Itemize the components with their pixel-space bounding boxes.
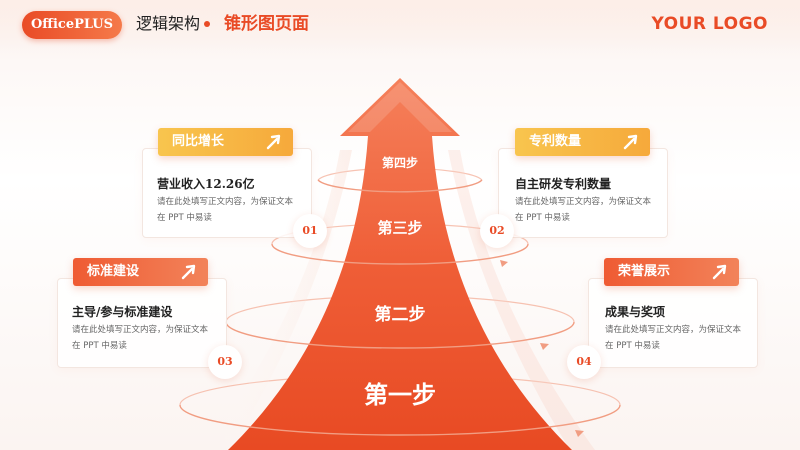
card-body-line: 请在此处填写正文内容，为保证文本 <box>157 194 312 210</box>
card-tag-growth: 同比增长 <box>158 128 293 156</box>
number-badge: 04 <box>567 345 601 379</box>
card-body-line: 在 PPT 中易读 <box>515 210 670 226</box>
ring-2-arrowhead <box>540 343 549 350</box>
card-patents: 自主研发专利数量 请在此处填写正文内容，为保证文本 在 PPT 中易读 <box>498 148 668 238</box>
card-heading: 自主研发专利数量 <box>515 175 611 192</box>
card-tag-standards: 标准建设 <box>73 258 208 286</box>
card-body-line: 请在此处填写正文内容，为保证文本 <box>72 322 227 338</box>
card-growth: 营业收入12.26亿 请在此处填写正文内容，为保证文本 在 PPT 中易读 <box>142 148 312 238</box>
card-body-line: 在 PPT 中易读 <box>605 338 760 354</box>
step-2-label: 第二步 <box>375 300 426 325</box>
card-standards: 主导/参与标准建设 请在此处填写正文内容，为保证文本 在 PPT 中易读 <box>57 278 227 368</box>
card-heading: 主导/参与标准建设 <box>72 303 172 320</box>
arrow-up-right-icon <box>622 133 640 151</box>
card-heading: 营业收入12.26亿 <box>157 175 255 192</box>
card-tag-label: 同比增长 <box>172 134 224 149</box>
card-tag-label: 荣誉展示 <box>618 264 670 279</box>
step-3-label: 第三步 <box>377 217 422 238</box>
step-1-label: 第一步 <box>364 375 436 410</box>
card-honors: 成果与奖项 请在此处填写正文内容，为保证文本 在 PPT 中易读 <box>588 278 758 368</box>
arrow-up-right-icon <box>180 263 198 281</box>
card-heading: 成果与奖项 <box>605 303 665 320</box>
number-badge: 03 <box>208 345 242 379</box>
card-body-line: 请在此处填写正文内容，为保证文本 <box>605 322 760 338</box>
card-tag-label: 专利数量 <box>529 134 581 149</box>
card-tag-patents: 专利数量 <box>515 128 650 156</box>
card-body-line: 在 PPT 中易读 <box>72 338 227 354</box>
card-tag-label: 标准建设 <box>87 264 139 279</box>
card-body-line: 在 PPT 中易读 <box>157 210 312 226</box>
card-body: 请在此处填写正文内容，为保证文本 在 PPT 中易读 <box>515 194 670 226</box>
step-4-label: 第四步 <box>382 154 418 171</box>
arrow-up-right-icon <box>711 263 729 281</box>
ring-3-arrowhead <box>500 260 508 267</box>
number-badge: 02 <box>480 214 514 248</box>
number-badge: 01 <box>293 214 327 248</box>
card-body: 请在此处填写正文内容，为保证文本 在 PPT 中易读 <box>72 322 227 354</box>
card-body-line: 请在此处填写正文内容，为保证文本 <box>515 194 670 210</box>
card-body: 请在此处填写正文内容，为保证文本 在 PPT 中易读 <box>605 322 760 354</box>
arrow-up-right-icon <box>265 133 283 151</box>
card-body: 请在此处填写正文内容，为保证文本 在 PPT 中易读 <box>157 194 312 226</box>
card-tag-honors: 荣誉展示 <box>604 258 739 286</box>
